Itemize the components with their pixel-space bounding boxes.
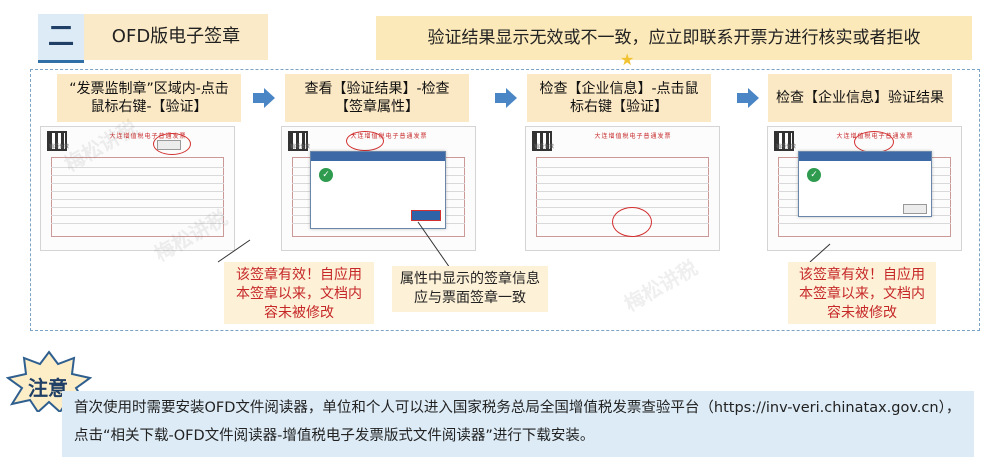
context-menu-verify[interactable] bbox=[157, 140, 181, 150]
star-icon: ★ bbox=[620, 50, 635, 69]
step-4-label: 检查【企业信息】验证结果 bbox=[768, 74, 952, 122]
section-number: 二 bbox=[38, 14, 84, 63]
invoice-title: 大连增值税电子普通发票 bbox=[350, 133, 428, 140]
callout-valid-signature: 该签章有效！自应用本签章以来，文档内容未被修改 bbox=[788, 262, 936, 324]
invoice-thumbnail: 大连增值税电子普通发票 销项负数 ✓ bbox=[281, 126, 476, 251]
seal-highlight-circle bbox=[346, 131, 384, 151]
note-text: 首次使用时需要安装OFD文件阅读器，单位和个人可以进入国家税务总局全国增值税发票… bbox=[62, 391, 974, 457]
invoice-title: 大连增值税电子普通发票 bbox=[109, 133, 187, 140]
verify-result-dialog: ✓ bbox=[798, 151, 932, 217]
step-2-label: 查看【验证结果】-检查【签章属性】 bbox=[285, 74, 469, 122]
invoice-lines bbox=[51, 167, 224, 227]
invoice-buyer-label: 销项负数 bbox=[534, 144, 555, 150]
step-3-label: 检查【企业信息】-点击鼠标右键【验证】 bbox=[527, 74, 711, 122]
company-info-highlight-circle bbox=[612, 207, 652, 237]
note-badge-label: 注意 bbox=[28, 376, 68, 400]
check-icon: ✓ bbox=[807, 168, 821, 182]
arrow-right-icon bbox=[495, 88, 517, 108]
invoice-title: 大连增值税电子普通发票 bbox=[594, 133, 672, 140]
callout-valid-signature: 该签章有效！自应用本签章以来，文档内容未被修改 bbox=[224, 262, 374, 324]
invoice-buyer-label: 销项负数 bbox=[290, 144, 311, 150]
invoice-buyer-label: 销项负数 bbox=[49, 144, 70, 150]
warning-banner: 验证结果显示无效或不一致，应立即联系开票方进行核实或者拒收 bbox=[376, 16, 972, 60]
dialog-titlebar bbox=[311, 152, 445, 161]
dialog-ok-button[interactable] bbox=[903, 204, 927, 214]
invoice-buyer-label: 销项负数 bbox=[776, 144, 797, 150]
invoice-thumbnail: 大连增值税电子普通发票 销项负数 bbox=[40, 126, 235, 251]
qr-code-icon bbox=[532, 131, 552, 151]
dialog-titlebar bbox=[799, 152, 931, 161]
seal-highlight-circle bbox=[153, 133, 191, 155]
arrow-right-icon bbox=[737, 88, 759, 108]
invoice-thumbnail: 大连增值税电子普通发票 销项负数 ✓ bbox=[767, 126, 962, 251]
dialog-properties-button[interactable] bbox=[411, 210, 441, 221]
step-1-label: “发票监制章”区域内-点击鼠标右键-【验证】 bbox=[57, 74, 241, 122]
qr-code-icon bbox=[288, 131, 308, 151]
invoice-thumbnail: 大连增值税电子普通发票 销项负数 bbox=[525, 126, 720, 251]
callout-seal-info: 属性中显示的签章信息应与票面签章一致 bbox=[392, 266, 548, 312]
qr-code-icon bbox=[774, 131, 794, 151]
check-icon: ✓ bbox=[319, 168, 333, 182]
arrow-right-icon bbox=[253, 88, 275, 108]
steps-frame bbox=[30, 69, 980, 331]
section-title: OFD版电子签章 bbox=[84, 14, 268, 60]
qr-code-icon bbox=[47, 131, 67, 151]
verify-result-dialog: ✓ bbox=[310, 151, 446, 229]
